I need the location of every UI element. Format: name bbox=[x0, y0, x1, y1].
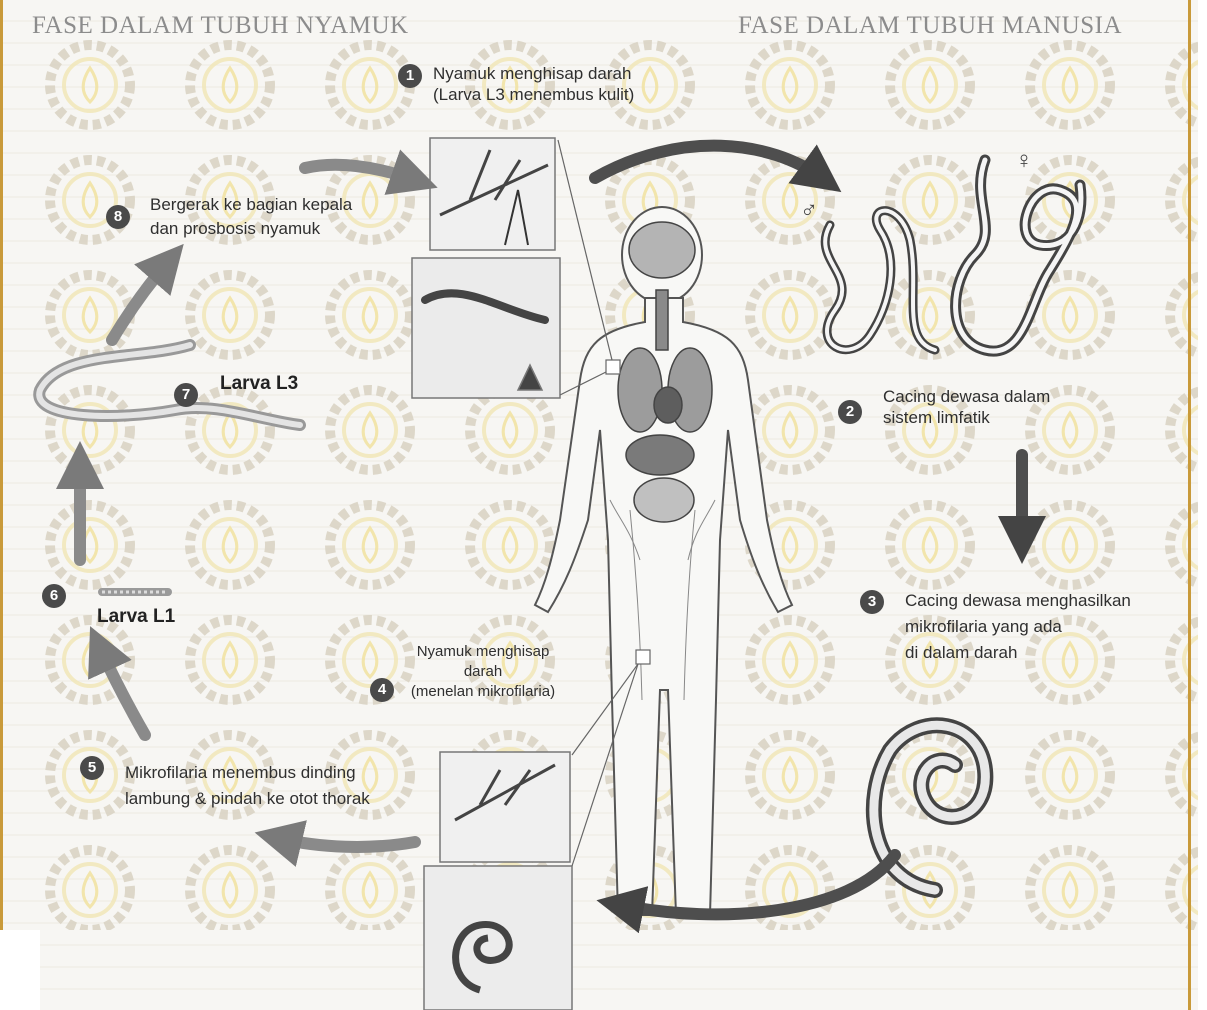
inset-bite-bottom bbox=[424, 752, 572, 1010]
step-4-line-1: Nyamuk menghisap bbox=[398, 642, 568, 662]
step-3-line-3: di dalam darah bbox=[905, 640, 1131, 666]
step-8-label: Bergerak ke bagian kepala dan prosbosis … bbox=[150, 193, 352, 241]
step-5-line-1: Mikrofilaria menembus dinding bbox=[125, 760, 370, 786]
step-5-badge: 5 bbox=[80, 756, 104, 780]
right-border bbox=[1198, 0, 1207, 1010]
step-4-badge: 4 bbox=[370, 678, 394, 702]
step-8-line-2: dan prosbosis nyamuk bbox=[150, 217, 352, 241]
inset-bite-top bbox=[412, 138, 560, 398]
step-2-badge: 2 bbox=[838, 400, 862, 424]
step-1-line-1: Nyamuk menghisap darah bbox=[433, 63, 634, 84]
step-8-line-1: Bergerak ke bagian kepala bbox=[150, 193, 352, 217]
heading-human-phase: FASE DALAM TUBUH MANUSIA bbox=[738, 12, 1122, 40]
heading-mosquito-phase: FASE DALAM TUBUH NYAMUK bbox=[32, 12, 409, 40]
step-4-line-3: (menelan mikrofilaria) bbox=[398, 682, 568, 702]
step-6-label: Larva L1 bbox=[97, 606, 175, 627]
step-3-badge: 3 bbox=[860, 590, 884, 614]
step-6-badge: 6 bbox=[42, 584, 66, 608]
step-2-line-1: Cacing dewasa dalam bbox=[883, 386, 1050, 407]
step-4-line-2: darah bbox=[398, 662, 568, 682]
step-7-label: Larva L3 bbox=[220, 373, 298, 394]
male-symbol: ♂ bbox=[800, 200, 818, 221]
step-2-label: Cacing dewasa dalam sistem limfatik bbox=[883, 386, 1050, 428]
step-2-line-2: sistem limfatik bbox=[883, 407, 1050, 428]
step-1-line-2: (Larva L3 menembus kulit) bbox=[433, 84, 634, 105]
step-5-label: Mikrofilaria menembus dinding lambung & … bbox=[125, 760, 370, 812]
left-border bbox=[0, 0, 3, 930]
step-4-label: Nyamuk menghisap darah (menelan mikrofil… bbox=[398, 642, 568, 702]
step-5-line-2: lambung & pindah ke otot thorak bbox=[125, 786, 370, 812]
step-1-label: Nyamuk menghisap darah (Larva L3 menembu… bbox=[433, 63, 634, 105]
step-3-label: Cacing dewasa menghasilkan mikrofilaria … bbox=[905, 588, 1131, 666]
step-3-line-1: Cacing dewasa menghasilkan bbox=[905, 588, 1131, 614]
step-3-line-2: mikrofilaria yang ada bbox=[905, 614, 1131, 640]
step-1-badge: 1 bbox=[398, 64, 422, 88]
step-7-badge: 7 bbox=[174, 383, 198, 407]
female-symbol: ♀ bbox=[1015, 150, 1033, 171]
step-8-badge: 8 bbox=[106, 205, 130, 229]
